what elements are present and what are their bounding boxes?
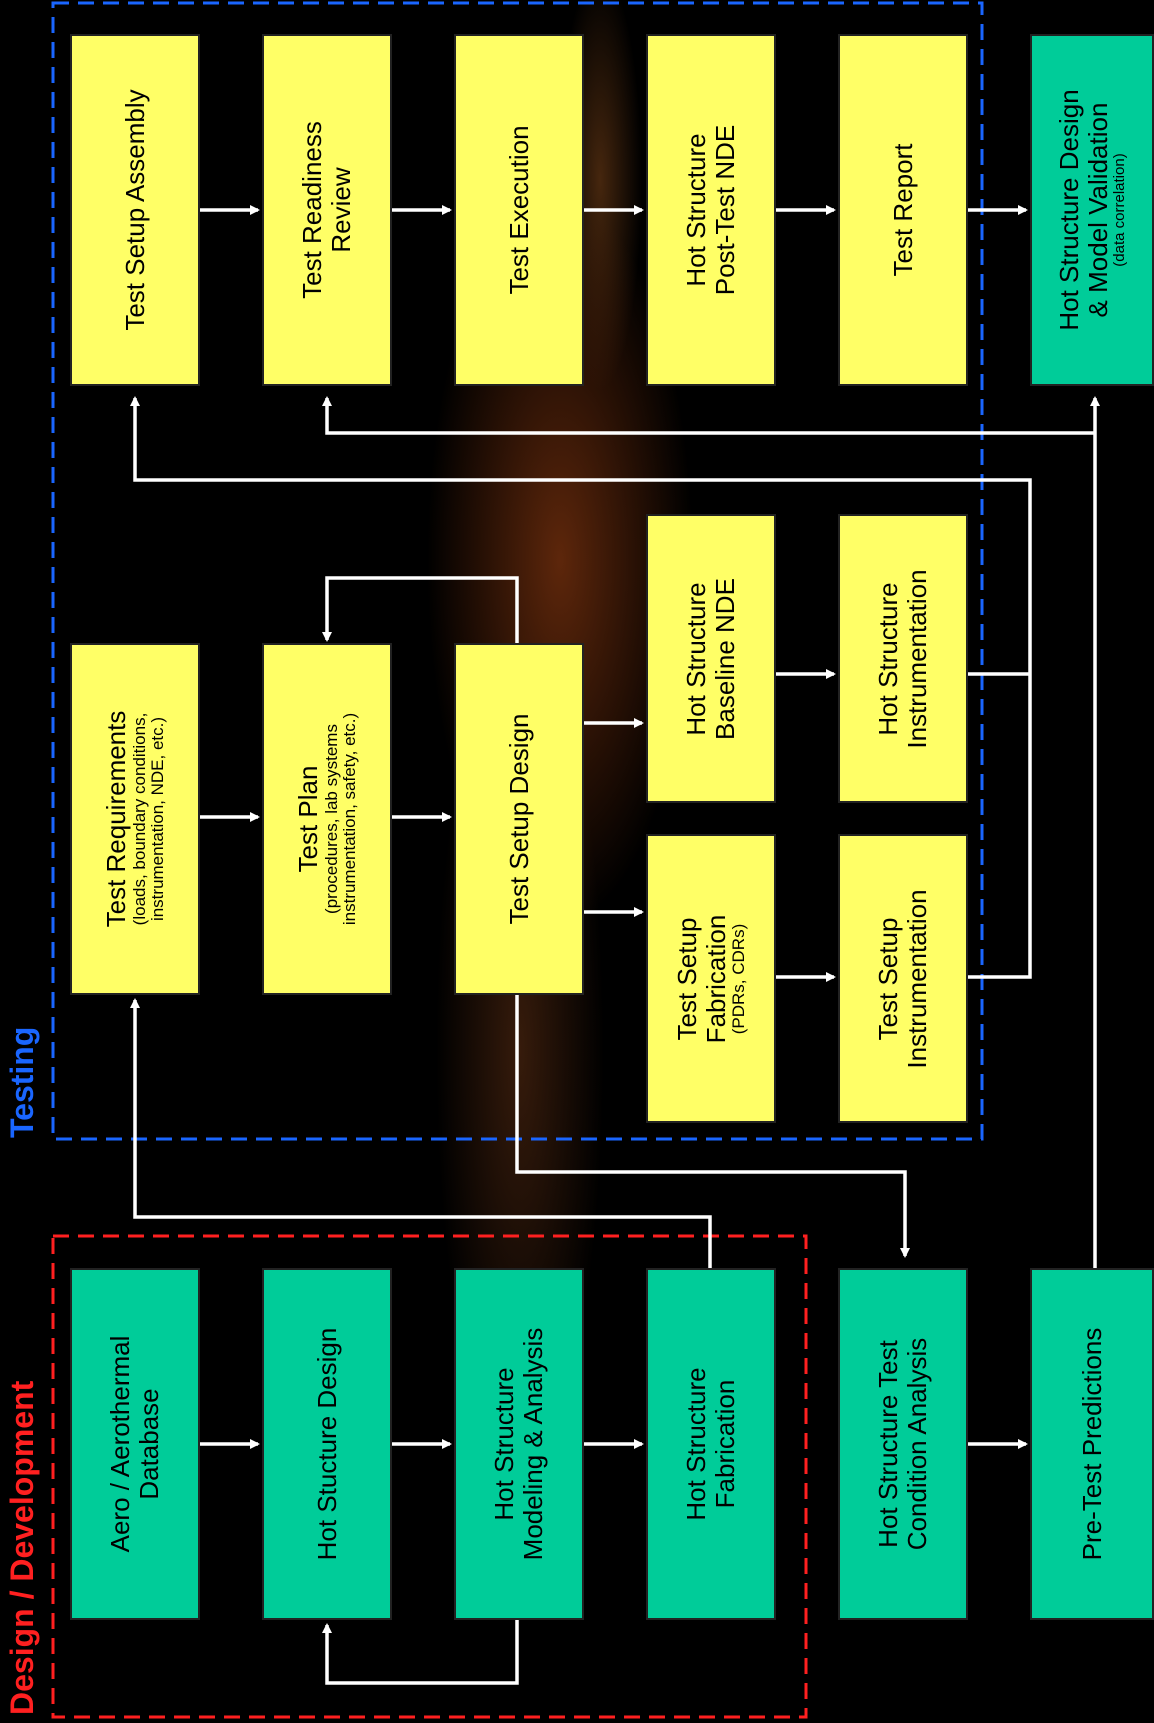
test-setup-design-box: Test Setup Design [454, 643, 584, 995]
box-title: Test Requirements [101, 710, 132, 928]
test-condition-analysis-box: Hot Structure Test Condition Analysis [838, 1268, 968, 1620]
box-title: Test Plan [293, 765, 324, 873]
aero-database-box: Aero / Aerothermal Database [70, 1268, 200, 1620]
test-setup-instrumentation-box: Test Setup Instrumentation [838, 834, 968, 1123]
box-title: Hot Structure Fabrication [681, 1367, 740, 1521]
model-validation-box: Hot Structure Design & Model Validation … [1030, 34, 1154, 386]
design-region-border [51, 1234, 808, 1719]
modeling-analysis-box: Hot Structure Modeling & Analysis [454, 1268, 584, 1620]
hot-structure-design-box: Hot Stucture Design [262, 1268, 392, 1620]
box-title: Test Setup Fabrication [672, 914, 731, 1043]
baseline-nde-box: Hot Structure Baseline NDE [646, 514, 776, 803]
test-plan-box: Test Plan (procedures, lab systems instr… [262, 643, 392, 995]
test-setup-assembly-box: Test Setup Assembly [70, 34, 200, 386]
box-title: Hot Stucture Design [311, 1327, 342, 1561]
hot-structure-fabrication-box: Hot Structure Fabrication [646, 1268, 776, 1620]
box-subtitle: (data correlation) [1111, 153, 1129, 267]
box-subtitle: (procedures, lab systems instrumentation… [321, 712, 360, 926]
test-execution-box: Test Execution [454, 34, 584, 386]
box-title: Hot Structure Post-Test NDE [681, 124, 740, 296]
box-title: Pre-Test Predictions [1076, 1327, 1107, 1561]
box-title: Hot Structure Design & Model Validation [1054, 89, 1113, 331]
box-title: Aero / Aerothermal Database [105, 1335, 164, 1553]
test-setup-fabrication-box: Test Setup Fabrication (PDRs, CDRs) [646, 834, 776, 1123]
test-report-box: Test Report [838, 34, 968, 386]
design-region-label: Design / Development [4, 1380, 40, 1715]
box-subtitle: (loads, boundary conditions, instrumenta… [129, 712, 168, 926]
box-title: Test Execution [503, 125, 534, 295]
box-title: Hot Structure Baseline NDE [681, 577, 740, 740]
post-test-nde-box: Hot Structure Post-Test NDE [646, 34, 776, 386]
box-title: Hot Structure Test Condition Analysis [873, 1337, 932, 1551]
test-readiness-review-box: Test Readiness Review [262, 34, 392, 386]
box-title: Test Readiness Review [297, 121, 356, 299]
box-title: Hot Structure Modeling & Analysis [489, 1327, 548, 1561]
test-requirements-box: Test Requirements (loads, boundary condi… [70, 643, 200, 995]
box-title: Test Setup Assembly [119, 89, 150, 331]
testing-region-label: Testing [4, 1026, 40, 1138]
box-title: Test Setup Instrumentation [873, 888, 932, 1069]
hot-structure-instrumentation-box: Hot Structure Instrumentation [838, 514, 968, 803]
box-title: Test Setup Design [503, 713, 534, 925]
box-title: Hot Structure Instrumentation [873, 568, 932, 749]
pre-test-predictions-box: Pre-Test Predictions [1030, 1268, 1154, 1620]
box-subtitle: (PDRs, CDRs) [729, 923, 749, 1034]
box-title: Test Report [887, 143, 918, 277]
